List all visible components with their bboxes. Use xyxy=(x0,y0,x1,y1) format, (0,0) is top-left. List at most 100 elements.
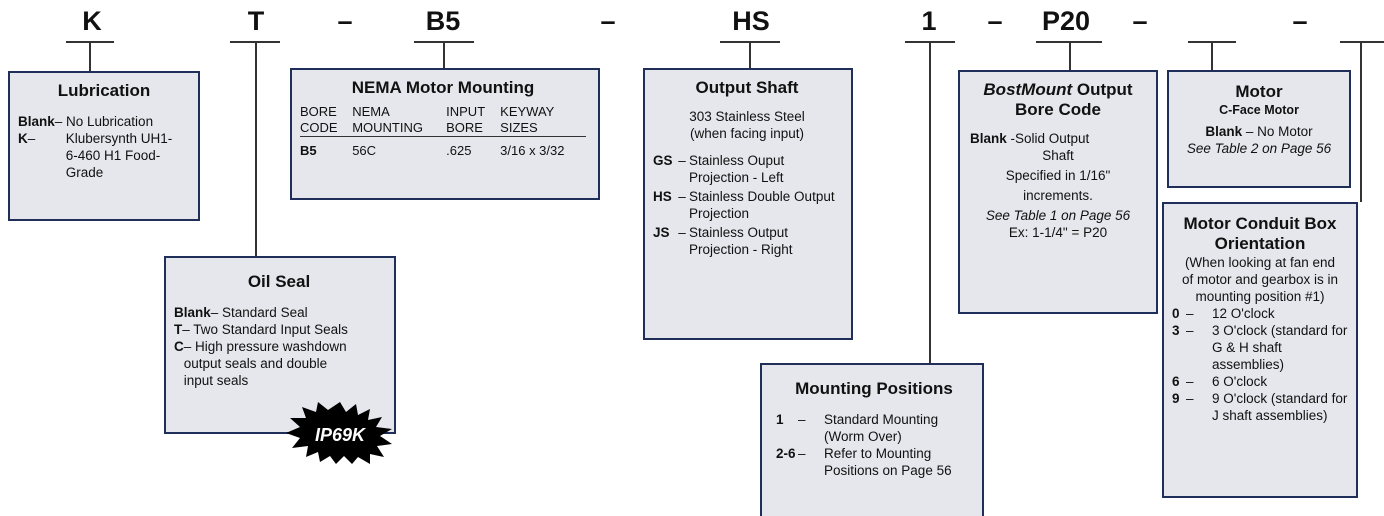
bostmount-blank-desc: -Solid Output xyxy=(1006,131,1090,146)
code-motor-mounting: B5 xyxy=(425,6,461,36)
lubrication-key: Blank xyxy=(18,114,55,129)
oil-seal-box: Oil Seal Blank – Standard Seal T – Two S… xyxy=(164,256,396,434)
mounting-positions-box: Mounting Positions 1 – Standard Mounting… xyxy=(760,363,984,516)
conduit-desc: 12 O'clock xyxy=(1212,306,1275,321)
motor-blank: Blank – No Motor xyxy=(1175,123,1343,140)
ip69k-label: IP69K xyxy=(315,425,367,445)
motor-blank-key: Blank xyxy=(1205,124,1243,139)
motor-blank-desc: – No Motor xyxy=(1242,124,1313,139)
code-mounting-position: 1 xyxy=(921,6,937,36)
connector-line xyxy=(749,42,751,68)
mounting-position-key: 2-6 xyxy=(776,446,796,461)
output-shaft-material: 303 Stainless Steel xyxy=(689,109,805,124)
code-lubrication: K xyxy=(82,6,102,36)
connector-line xyxy=(929,42,931,363)
output-shaft-box: Output Shaft 303 Stainless Steel (when f… xyxy=(643,68,853,340)
lubrication-desc: – No Lubrication xyxy=(54,114,154,129)
code-bore: P20 xyxy=(1041,6,1091,36)
mounting-position-item: 2-6 – Refer to Mounting Positions on Pag… xyxy=(776,445,972,479)
conduit-desc: 9 O'clock (standard for J shaft assembli… xyxy=(1212,391,1348,423)
output-shaft-desc: Stainless Double Output Projection xyxy=(689,189,835,221)
code-dash: – xyxy=(337,6,353,36)
conduit-title2: Orientation xyxy=(1214,234,1306,253)
code-oil-seal: T xyxy=(247,6,265,36)
conduit-box: Motor Conduit Box Orientation (When look… xyxy=(1162,202,1358,498)
output-shaft-key: JS xyxy=(653,225,670,240)
nema-cell: B5 xyxy=(300,143,317,158)
lubrication-item: K – Klubersynth UH1-6-460 H1 Food-Grade xyxy=(18,130,190,181)
output-shaft-title: Output Shaft xyxy=(695,78,799,97)
bostmount-line: Specified in 1/16" xyxy=(1005,168,1111,183)
output-shaft-key: GS xyxy=(653,153,673,168)
output-shaft-key: HS xyxy=(653,189,672,204)
oil-seal-key: T xyxy=(174,322,183,337)
conduit-note: (When looking at fan end xyxy=(1184,255,1336,270)
code-dash: – xyxy=(1292,6,1308,36)
lubrication-box: Lubrication Blank – No Lubrication K – K… xyxy=(8,71,200,221)
bostmount-title-text: Output xyxy=(1072,80,1133,99)
output-shaft-desc: Stainless Output Projection - Right xyxy=(689,225,793,257)
code-dash: – xyxy=(987,6,1003,36)
code-output-shaft: HS xyxy=(732,6,770,36)
bostmount-box: BostMount Output Bore Code Blank -Solid … xyxy=(958,70,1158,314)
oil-seal-item: T – Two Standard Input Seals xyxy=(174,321,384,338)
oil-seal-desc: – Two Standard Input Seals xyxy=(182,322,348,337)
bostmount-title-brand: BostMount xyxy=(983,80,1073,99)
nema-cell: 3/16 x 3/32 xyxy=(500,143,565,158)
output-shaft-item: JS – Stainless Output Projection - Right xyxy=(653,224,841,258)
underline xyxy=(1340,41,1384,43)
mounting-position-key: 1 xyxy=(776,412,784,427)
lubrication-title: Lubrication xyxy=(57,81,151,100)
connector-line xyxy=(443,42,445,69)
oil-seal-key: Blank xyxy=(174,305,211,320)
motor-table-ref: See Table 2 on Page 56 xyxy=(1186,141,1332,156)
lubrication-item: Blank – No Lubrication xyxy=(18,113,190,130)
oil-seal-title: Oil Seal xyxy=(247,272,311,291)
bostmount-blank: Blank -Solid Output xyxy=(970,130,1146,147)
connector-line xyxy=(89,42,91,72)
conduit-title: Motor Conduit Box xyxy=(1183,214,1337,233)
motor-title: Motor xyxy=(1235,82,1283,101)
conduit-item: 6 – 6 O'clock xyxy=(1172,373,1348,390)
nema-cell: .625 xyxy=(446,143,472,158)
lubrication-desc: Klubersynth UH1-6-460 H1 Food-Grade xyxy=(65,131,173,180)
conduit-key: 3 xyxy=(1172,323,1180,338)
conduit-key: 0 xyxy=(1172,306,1180,321)
code-dash: – xyxy=(600,6,616,36)
bostmount-line: increments. xyxy=(1023,188,1093,203)
bostmount-title2: Bore Code xyxy=(1015,100,1101,119)
output-shaft-note: (when facing input) xyxy=(689,126,805,141)
motor-subtitle: C-Face Motor xyxy=(1219,103,1299,117)
conduit-note: mounting position #1) xyxy=(1195,289,1325,304)
conduit-key: 6 xyxy=(1172,374,1180,389)
conduit-item: 9 – 9 O'clock (standard for J shaft asse… xyxy=(1172,391,1348,423)
oil-seal-desc: – Standard Seal xyxy=(210,305,308,320)
conduit-item: 0 – 12 O'clock xyxy=(1172,305,1348,322)
nema-cell: 56C xyxy=(352,143,377,158)
mounting-position-desc: Standard Mounting (Worm Over) xyxy=(824,412,939,444)
mounting-positions-title: Mounting Positions xyxy=(795,379,953,398)
ip69k-badge: IP69K xyxy=(286,402,392,464)
oil-seal-desc: – High pressure washdown output seals an… xyxy=(183,339,347,388)
conduit-desc: 3 O'clock (standard for G & H shaft asse… xyxy=(1212,323,1348,372)
bostmount-line: Shaft xyxy=(1042,148,1074,163)
connector-line xyxy=(255,42,257,256)
output-shaft-item: HS – Stainless Double Output Projection xyxy=(653,188,841,222)
bostmount-table-ref: See Table 1 on Page 56 xyxy=(985,208,1131,223)
starburst-shape xyxy=(286,402,392,464)
output-shaft-item: GS – Stainless Ouput Projection - Left xyxy=(653,152,841,186)
conduit-key: 9 xyxy=(1172,391,1180,406)
nema-row: B5 56C .625 3/16 x 3/32 xyxy=(300,137,586,160)
connector-line xyxy=(1211,42,1213,70)
conduit-note: of motor and gearbox is in xyxy=(1181,272,1339,287)
lubrication-key: K xyxy=(18,131,28,146)
connector-line xyxy=(1069,42,1071,70)
oil-seal-item: Blank – Standard Seal xyxy=(174,304,384,321)
